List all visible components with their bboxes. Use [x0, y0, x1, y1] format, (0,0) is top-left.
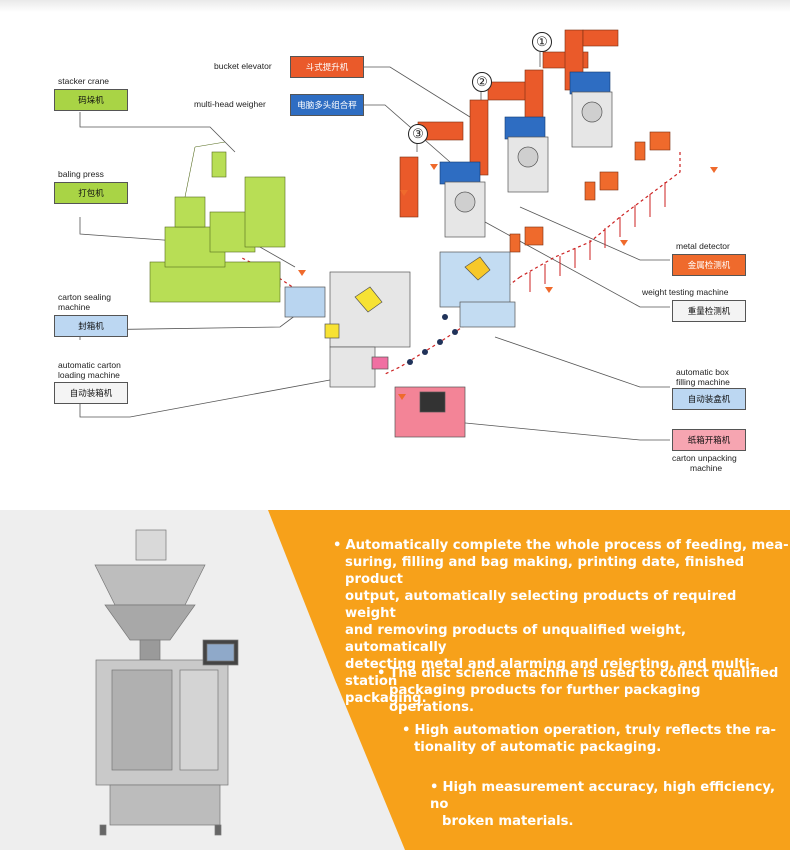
carton-unpacking-label-2: machine — [690, 463, 723, 473]
features-section: •Automatically complete the whole proces… — [0, 510, 790, 850]
multi-head-weigher-label: multi-head weigher — [194, 99, 266, 109]
bucket-elevator-label: bucket elevator — [214, 61, 272, 71]
carton-sealing-box: 封箱机 — [54, 315, 128, 337]
feature-4: •High measurement accuracy, high efficie… — [430, 779, 790, 830]
diagram-drawing — [79, 29, 718, 441]
stacker-crane-label: stacker crane — [58, 76, 110, 86]
orange-panel — [94, 510, 790, 850]
stacker-crane-box: 码垛机 — [54, 89, 128, 111]
feature-list: •Automatically complete the whole proces… — [0, 510, 790, 850]
marker-3: ③ — [408, 124, 428, 144]
baling-press-label: baling press — [58, 169, 104, 179]
metal-detector-label: metal detector — [676, 241, 730, 251]
feature-4-line-2: broken materials. — [442, 814, 574, 829]
marker-1: ① — [532, 32, 552, 52]
bullet-icon: • — [377, 666, 386, 681]
auto-carton-loading-label-1: automatic carton — [58, 360, 121, 370]
auto-box-filling-label-1: automatic box — [676, 367, 729, 377]
feature-2-text-1: The disc science machine is used to coll… — [389, 666, 779, 681]
auto-carton-loading-box: 自动装箱机 — [54, 382, 128, 404]
marker-2: ② — [472, 72, 492, 92]
top-divider — [0, 0, 790, 12]
feature-3-line-1: •High automation operation, truly reflec… — [402, 722, 776, 739]
feature-2-line-2: packaging products for further packaging… — [389, 683, 701, 715]
feature-3-text-1: High automation operation, truly reflect… — [414, 723, 777, 738]
carton-sealing-label-2: machine — [58, 302, 91, 312]
packaging-line-diagram: stacker crane 码垛机 baling press 打包机 carto… — [0, 12, 790, 502]
feature-2: •The disc science machine is used to col… — [377, 665, 790, 716]
carton-sealing-label-1: carton sealing — [58, 292, 111, 302]
auto-box-filling-label-2: filling machine — [676, 377, 730, 387]
feature-4-line-1: •High measurement accuracy, high efficie… — [430, 779, 790, 813]
bucket-elevator-box: 斗式提升机 — [290, 56, 364, 78]
feature-1-text-1: Automatically complete the whole process… — [345, 538, 789, 553]
feature-2-line-1: •The disc science machine is used to col… — [377, 665, 790, 682]
weight-testing-box: 重量检测机 — [672, 300, 746, 322]
feature-1-line-2: suring, filling and bag making, printing… — [345, 555, 745, 587]
feature-1: •Automatically complete the whole proces… — [333, 537, 790, 707]
bullet-icon: • — [333, 538, 342, 553]
auto-carton-loading-label-2: loading machine — [58, 370, 120, 380]
bullet-icon: • — [402, 723, 411, 738]
feature-3-line-2: tionality of automatic packaging. — [414, 740, 662, 755]
metal-detector-box: 金属检测机 — [672, 254, 746, 276]
carton-unpacking-label-1: carton unpacking — [672, 453, 737, 463]
multi-head-weigher-box: 电脑多头组合秤 — [290, 94, 364, 116]
baling-press-box: 打包机 — [54, 182, 128, 204]
carton-unpacking-box: 纸箱开箱机 — [672, 429, 746, 451]
feature-1-line-1: •Automatically complete the whole proces… — [333, 537, 790, 554]
feature-1-line-5: detecting metal and alarming and rejecti… — [345, 657, 756, 689]
weight-testing-label: weight testing machine — [642, 287, 729, 297]
feature-3: •High automation operation, truly reflec… — [402, 722, 776, 756]
auto-box-filling-box: 自动装盒机 — [672, 388, 746, 410]
feature-1-line-3: output, automatically selecting products… — [345, 589, 737, 621]
bullet-icon: • — [430, 780, 439, 795]
feature-1-line-6: packaging. — [345, 691, 427, 706]
feature-1-line-4: and removing products of unqualified wei… — [345, 623, 686, 655]
feature-4-text-1: High measurement accuracy, high efficien… — [430, 780, 776, 812]
